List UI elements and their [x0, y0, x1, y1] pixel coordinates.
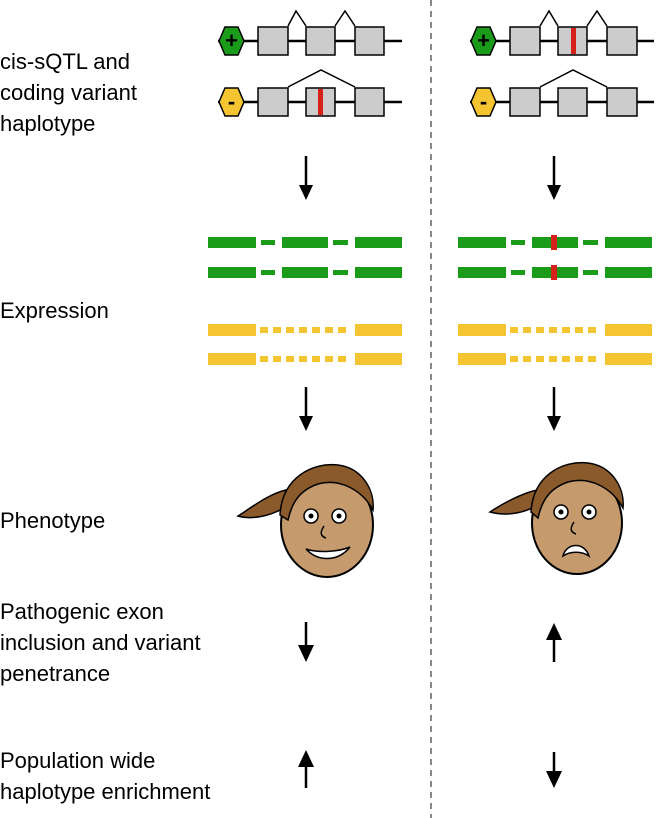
worried-face-icon	[488, 461, 624, 575]
coding-variant-mark	[318, 89, 323, 115]
gene-model-minus-left: -	[218, 69, 402, 117]
enhancer-minus-symbol: -	[480, 89, 487, 114]
enhancer-minus-symbol: -	[228, 89, 235, 114]
flow-arrow-down	[299, 387, 313, 431]
coding-variant-mark	[571, 28, 576, 54]
exon-inclusion-up-arrow	[546, 623, 562, 662]
gene-model-plus-left: +	[218, 9, 402, 56]
exon-inclusion-down-arrow	[298, 622, 314, 662]
transcripts-right	[458, 235, 652, 365]
enhancer-plus-hexagon	[470, 26, 497, 56]
transcripts-left	[208, 237, 402, 365]
enhancer-minus-hexagon	[218, 87, 245, 117]
population-up-arrow	[298, 750, 314, 788]
row-label-variant: cis-sQTL and coding variant haplotype	[0, 49, 137, 136]
row-label-population: Population wide haplotype enrichment	[0, 748, 211, 804]
gene-model-plus-right: +	[470, 9, 654, 56]
enhancer-plus-symbol: +	[477, 28, 490, 53]
enhancer-minus-hexagon	[470, 87, 497, 117]
coding-variant-mark	[551, 265, 557, 280]
flow-arrow-down	[547, 156, 561, 200]
row-label-phenotype: Phenotype	[0, 508, 106, 533]
gene-model-minus-right: -	[470, 69, 654, 117]
flow-arrow-down	[299, 156, 313, 200]
happy-face-icon	[236, 463, 374, 578]
enhancer-plus-symbol: +	[225, 28, 238, 53]
population-down-arrow	[546, 752, 562, 788]
row-label-exon-inclusion: Pathogenic exon inclusion and variant pe…	[0, 599, 201, 686]
coding-variant-mark	[551, 235, 557, 250]
row-label-expression: Expression	[0, 298, 109, 323]
enhancer-plus-hexagon	[218, 26, 245, 56]
flow-arrow-down	[547, 387, 561, 431]
